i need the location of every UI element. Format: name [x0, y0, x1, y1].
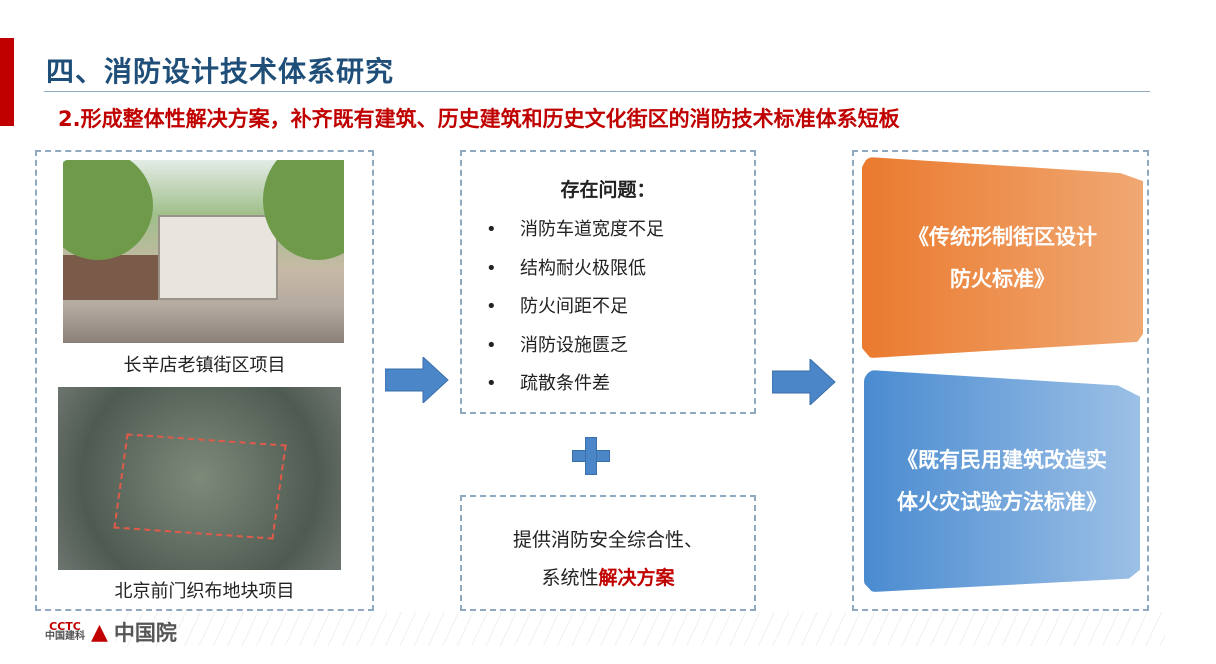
issues-title: 存在问题：: [560, 179, 656, 201]
project-caption: 北京前门织布地块项目: [114, 581, 295, 602]
standard-card-traditional-district: 《传统形制街区设计防火标准》: [862, 157, 1143, 358]
solution-highlight: 解决方案: [598, 567, 675, 589]
issue-item: •防火间距不足: [486, 296, 628, 317]
projects-panel: [35, 150, 374, 611]
solution-text: 系统性解决方案: [541, 567, 675, 589]
standards-panel: [852, 150, 1149, 611]
accent-bar: [0, 38, 14, 126]
right-arrow-icon: [385, 357, 449, 403]
right-arrow-icon: [772, 359, 836, 405]
page-title: 四、消防设计技术体系研究: [46, 55, 395, 88]
qianmen-aerial-photo: [58, 387, 341, 570]
logo-a-icon: ▲: [91, 619, 108, 645]
issues-panel: [460, 150, 756, 414]
standard-card-existing-buildings: 《既有民用建筑改造实体火灾试验方法标准》: [864, 370, 1140, 592]
issue-item: •疏散条件差: [486, 373, 610, 394]
changxindian-photo: [63, 160, 344, 343]
project-caption: 长辛店老镇街区项目: [123, 355, 286, 376]
solution-text: 提供消防安全综合性、: [512, 529, 703, 551]
plus-icon: [572, 437, 610, 475]
solution-panel: [460, 495, 756, 611]
footer-pattern: [115, 612, 1165, 646]
issue-item: •消防设施匮乏: [486, 335, 628, 356]
issue-item: •消防车道宽度不足: [486, 219, 664, 240]
page-subtitle: 2.形成整体性解决方案，补齐既有建筑、历史建筑和历史文化街区的消防技术标准体系短…: [58, 107, 900, 131]
issue-item: •结构耐火极限低: [486, 258, 646, 279]
title-divider: [44, 91, 1150, 92]
